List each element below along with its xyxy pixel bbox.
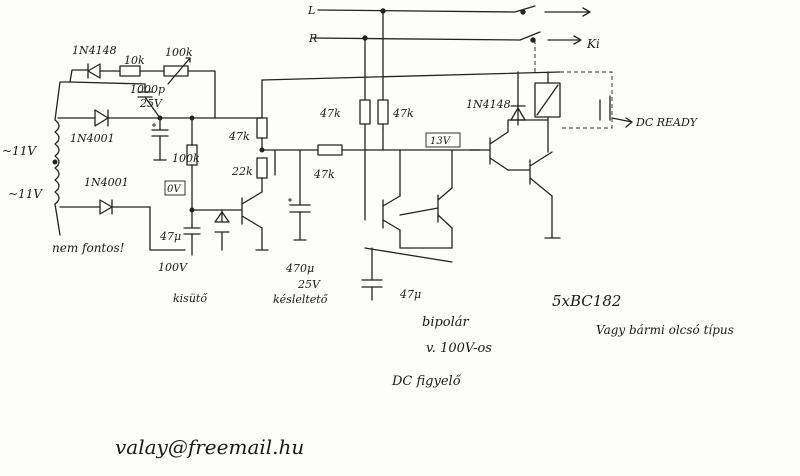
dc-ready-label: DC READY	[635, 116, 699, 129]
voltage-box-0v	[164, 180, 186, 196]
diode-1n4148-relay-label: 1N4148	[466, 98, 511, 111]
voltage-0v-label: 0V	[167, 184, 182, 195]
label-keslelteto: késleltető	[273, 293, 329, 306]
cap-47u-b-label: 47μ	[399, 288, 421, 301]
label-bipolar: bipolár	[422, 315, 470, 330]
diode-1n4001-a-label: 1N4001	[70, 132, 115, 145]
signal-lines	[311, 5, 591, 101]
resistor-47k-d-label: 47k	[313, 168, 335, 181]
resistor-10k-label: 10k	[124, 54, 145, 67]
note-nem-fontos: nem fontos!	[52, 241, 125, 255]
voltage-13v-label: 13V	[430, 136, 452, 147]
ac-11v-a-label: ~11V	[2, 144, 37, 158]
resistor-47k-c-label: 47k	[392, 107, 414, 120]
cap-47u-label: 47μ	[159, 230, 181, 243]
author-email: valay@freemail.hu	[115, 435, 304, 459]
cap-25v-b-label: 25V	[297, 278, 321, 291]
label-dc-figyelo: DC figyelő	[391, 374, 462, 389]
cap-470u-label: 470μ	[285, 262, 314, 275]
resistor-22k-label: 22k	[231, 165, 253, 178]
note-transistors: 5xBC182	[552, 292, 621, 310]
cap-25v-label: 25V	[139, 97, 163, 110]
output-ki-label: Ki	[586, 37, 600, 51]
diode-1n4148-top-label: 1N4148	[72, 44, 117, 57]
relay-driver-section	[469, 40, 633, 239]
delay-section	[261, 71, 561, 241]
pot-100k-label: 100k	[165, 46, 193, 59]
label-kisuto: kisütő	[173, 292, 208, 305]
voltage-box-13v	[425, 132, 461, 148]
dc-detector-section	[359, 99, 453, 301]
cap-1000p-label: 1000p	[130, 83, 165, 96]
resistor-47k-a-label: 47k	[228, 130, 250, 143]
input-l-label: L	[307, 4, 315, 17]
label-100v-os: v. 100V-os	[426, 341, 492, 356]
resistor-100k-c-label: 100k	[172, 152, 200, 165]
diode-1n4001-b-label: 1N4001	[84, 176, 129, 189]
resistor-47k-b-label: 47k	[319, 107, 341, 120]
note-any-cheap: Vagy bármi olcsó típus	[596, 323, 734, 337]
ac-11v-b-label: ~11V	[8, 187, 43, 201]
power-supply-section	[52, 57, 301, 256]
input-r-label: R	[308, 32, 317, 45]
cap-100v-label: 100V	[158, 261, 188, 274]
